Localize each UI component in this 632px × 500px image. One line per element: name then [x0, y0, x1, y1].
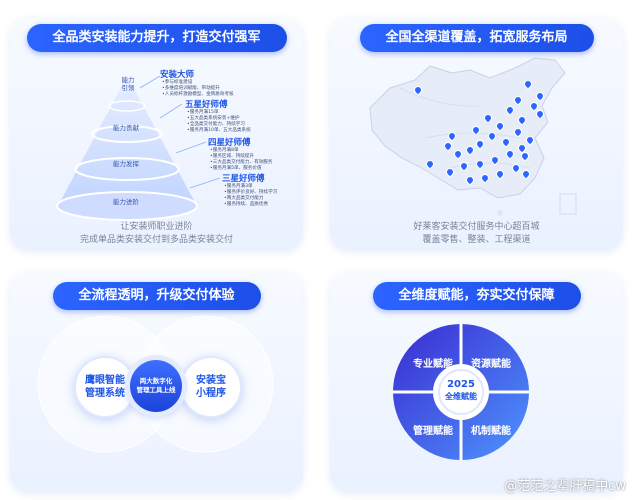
- panel2-title: 全国全渠道覆盖，拓宽服务布局: [359, 24, 594, 52]
- map-pin-icon: [445, 167, 455, 177]
- map-pin-icon: [523, 79, 533, 89]
- map-pin-icon: [490, 155, 500, 165]
- watermark: @范范之辈肝稿中cw: [504, 479, 626, 494]
- capability-pyramid: [56, 76, 198, 221]
- tier-connector-lines: [139, 75, 221, 189]
- map-pin-icon: [525, 135, 535, 145]
- pyramid-level-3: 能力发挥: [113, 160, 139, 168]
- map-pin-icon: [465, 145, 475, 155]
- map-pin-icon: [535, 109, 545, 119]
- map-pin-icon: [443, 141, 453, 151]
- map-pin-icon: [487, 131, 497, 141]
- map-pin-icon: [471, 125, 481, 135]
- tier-master-title: 安装大师: [160, 70, 195, 80]
- pyramid-level-4: 能力进阶: [113, 198, 139, 206]
- panel-transparent-process: 全流程透明，升级交付体验 鹰眼智能 管理系统 安装宝 小程序 两大数字化 管理工…: [10, 272, 303, 492]
- pyramid-level-2: 能力贡献: [113, 124, 139, 132]
- quadrant-professional: 专业赋能: [413, 359, 453, 370]
- install-miniprogram-circle: 安装宝 小程序: [180, 356, 242, 418]
- map-pin-icon: [520, 151, 530, 161]
- tier-three-star-title: 三星好师傅: [222, 174, 265, 184]
- map-pin-icon: [495, 121, 505, 131]
- map-pin-icon: [505, 105, 515, 115]
- map-pin-icon: [465, 175, 475, 185]
- panel-full-enablement: 全维度赋能，夯实交付保障 专业赋能 资源赋能 管理赋能 机制赋能 2025 全维…: [330, 272, 623, 492]
- map-pin-icon: [535, 91, 545, 101]
- map-pin-icon: [511, 163, 521, 173]
- tier-four-star-title: 四星好师傅: [208, 138, 251, 148]
- panel3-title: 全流程透明，升级交付体验: [52, 282, 261, 310]
- quadrant-mechanism: 机制赋能: [471, 426, 511, 437]
- tier-five-star-bullets: 服务月满15单五大品类系统安装+维护全品类交付能力、持续学习服务月满10单、五大…: [187, 110, 251, 134]
- map-pin-icon: [495, 169, 505, 179]
- pyramid-level-1: 能力 引领: [121, 76, 135, 92]
- map-pin-icon: [521, 169, 531, 179]
- enablement-center: 2025 全维赋能: [445, 379, 477, 401]
- map-pin-icon: [529, 101, 539, 111]
- tier-master-bullets: 参与标准建设多维度培训赋能、带动提升人员标杆激励模型、金牌质效考核: [162, 80, 234, 98]
- panel-install-capability: 全品类安装能力提升，打造交付强军 能力 引领 能力贡献 能力发挥 能力进阶 安装…: [10, 18, 303, 250]
- map-pin-icon: [475, 159, 485, 169]
- panel1-title: 全品类安装能力提升，打造交付强军: [26, 24, 287, 52]
- tier-three-star-bullets: 服务月满3单服务评价良好、持续学习两大品类交付能力服务持续、品质优秀: [224, 184, 278, 208]
- map-pin-icon: [475, 139, 485, 149]
- map-pin-icon: [413, 85, 423, 95]
- eagle-eye-system-circle: 鹰眼智能 管理系统: [74, 356, 136, 418]
- map-location-pins: [330, 18, 623, 250]
- enablement-ring: [393, 324, 529, 460]
- map-pin-icon: [483, 113, 493, 123]
- map-pin-icon: [513, 95, 523, 105]
- panel4-title: 全维度赋能，夯实交付保障: [372, 282, 581, 310]
- tier-five-star-title: 五星好师傅: [185, 100, 228, 110]
- panel-national-coverage: 全国全渠道覆盖，拓宽服务布局 好莱客安装交付服务中心超百城 覆盖零售、整装、工程…: [330, 18, 623, 250]
- panel1-caption: 让安装师职业进阶 完成单品类安装交付到多品类安装交付: [79, 222, 233, 245]
- quadrant-management: 管理赋能: [413, 426, 453, 437]
- map-pin-icon: [501, 137, 511, 147]
- map-pin-icon: [517, 143, 527, 153]
- map-pin-icon: [425, 159, 435, 169]
- map-pin-icon: [453, 149, 463, 159]
- map-pin-icon: [513, 127, 523, 137]
- map-pin-icon: [480, 173, 490, 183]
- map-pin-icon: [447, 131, 457, 141]
- panel2-caption: 好莱客安装交付服务中心超百城 覆盖零售、整装、工程渠道: [413, 222, 540, 245]
- quadrant-resources: 资源赋能: [471, 359, 511, 370]
- tier-four-star-bullets: 服务月满8单服务区域、持续提升三大品类交付能力、有效服务服务月满5单、服务价值: [210, 148, 273, 172]
- digital-tools-center-circle: 两大数字化 管理工具上线: [130, 360, 182, 412]
- map-pin-icon: [459, 161, 469, 171]
- map-pin-icon: [517, 115, 527, 125]
- map-pin-icon: [505, 149, 515, 159]
